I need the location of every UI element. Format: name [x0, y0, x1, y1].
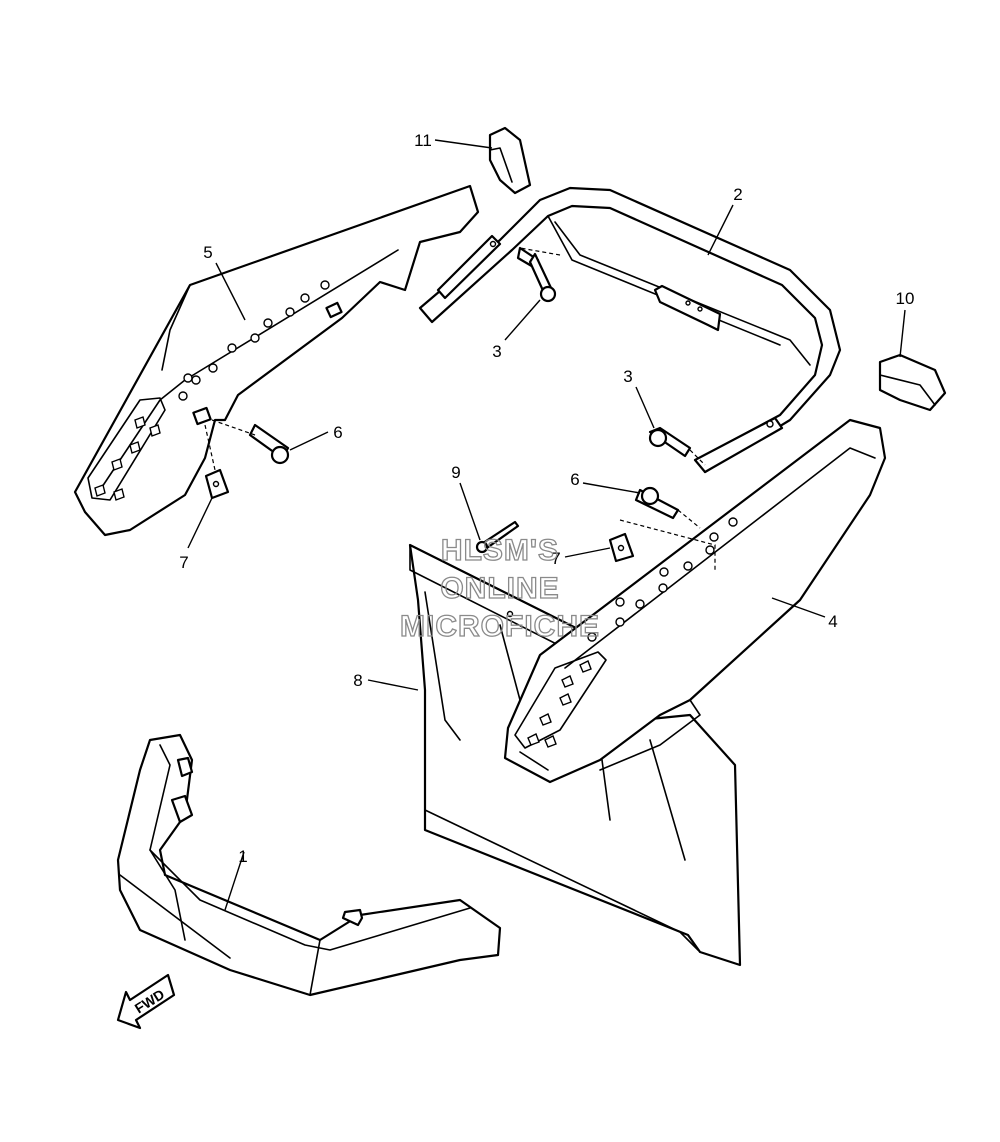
part-2-grab-bar [418, 186, 842, 474]
callout-9: 9 [451, 463, 460, 482]
callout-11: 11 [414, 131, 432, 150]
watermark-line-2: ONLINE [440, 572, 559, 605]
callout-7-right: 7 [551, 549, 560, 568]
part-5-tread-pads [94, 416, 161, 501]
part-4-right-side-cover [503, 418, 887, 784]
part-7-clip-nut-right [608, 532, 635, 563]
part-10-end-cap [878, 353, 947, 412]
callout-1: 1 [238, 847, 247, 866]
watermark: HLSM'S ONLINE MICROFICHE [399, 533, 600, 643]
callout-4: 4 [828, 612, 837, 631]
callout-5: 5 [203, 243, 212, 262]
part-4-mounting-holes [587, 517, 738, 642]
callout-labels: 1 2 3 3 4 5 6 6 7 7 8 9 10 11 [179, 131, 914, 866]
callout-8: 8 [353, 671, 362, 690]
part-9-rivet [475, 520, 520, 554]
callout-3-lower: 3 [623, 367, 632, 386]
alignment-lines [204, 247, 716, 572]
part-5-mounting-holes [178, 280, 330, 401]
leader-lines [187, 139, 906, 911]
callout-10: 10 [896, 289, 915, 308]
callout-2: 2 [733, 185, 742, 204]
callout-7-left: 7 [179, 553, 188, 572]
watermark-line-1: HLSM'S [441, 534, 559, 567]
watermark-line-3: MICROFICHE [400, 610, 600, 643]
part-6-bolt-left [248, 423, 290, 465]
part-3-bolt-lower [648, 426, 692, 458]
forward-arrow-icon: FWD [116, 973, 176, 1030]
part-5-left-side-cover [73, 184, 480, 537]
callout-6-right: 6 [570, 470, 579, 489]
part-3-bolt-upper [436, 234, 557, 303]
part-4-tread-pads [527, 660, 592, 748]
part-6-bolt-right [634, 486, 680, 520]
part-7-clip-nut-left [204, 468, 230, 500]
part-1-front-guard [116, 733, 502, 997]
callout-3-upper: 3 [492, 342, 501, 361]
callout-6-left: 6 [333, 423, 342, 442]
part-11-end-cap [488, 126, 532, 195]
